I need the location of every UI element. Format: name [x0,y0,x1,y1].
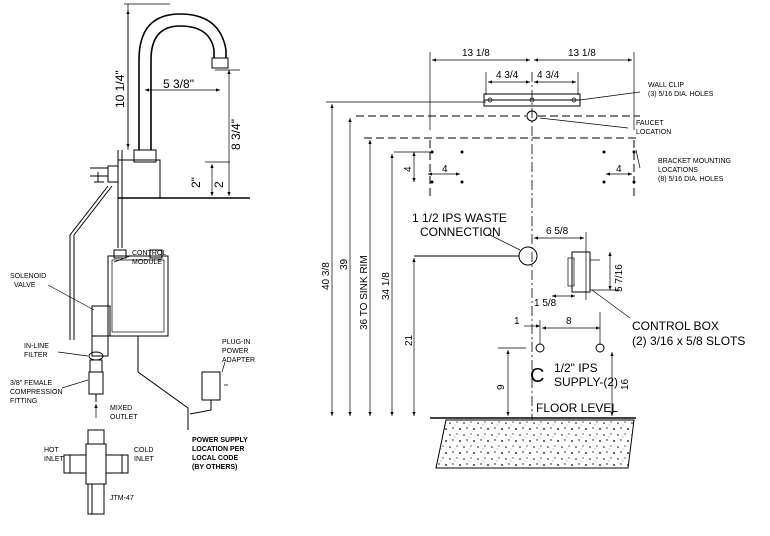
dim-spout-height: 8 3/4" [229,119,243,150]
svg-text:(BY OTHERS): (BY OTHERS) [192,464,237,471]
dim-clip-left: 4 3/4 [496,70,519,81]
svg-text:INLET: INLET [134,456,155,463]
dim-spout-reach: 5 3/8" [163,77,194,91]
left-dimensions [124,3,240,196]
label-hot-inlet: HOT [44,447,60,454]
supply-assembly [69,185,228,430]
svg-text:CONNECTION: CONNECTION [420,225,501,239]
svg-text:FILTER: FILTER [24,352,48,359]
label-filter: IN-LINE [24,343,49,350]
dim-supply-height: 9 [496,384,507,390]
svg-text:LOCAL CODE: LOCAL CODE [192,455,238,462]
waste-connection [518,246,538,266]
dim-supply-spacing: 8 [566,316,572,327]
svg-text:POWER: POWER [222,348,248,355]
label-model: JTM-47 [110,495,134,502]
dim-bracket-width-right: 4 [616,164,622,175]
label-control-box: CONTROL BOX [632,319,719,333]
supply-symbol: C [530,365,544,387]
faucet-base [117,159,161,199]
dim-box-height: 5 7/16 [614,264,625,292]
dim-supply-offset: 1 [514,316,520,327]
dim-left-half: 13 1/8 [462,48,490,59]
svg-text:(3) 5/16 DIA. HOLES: (3) 5/16 DIA. HOLES [648,91,714,98]
bracket-holes-left [430,150,464,184]
right-labels: 13 1/8 13 1/8 4 3/4 4 3/4 WALL CLIP (3) … [321,48,745,415]
dim-base-top: 2" [189,177,203,188]
label-wall-clip: WALL CLIP [648,82,684,89]
label-solenoid: SOLENOID [10,273,46,280]
svg-text:LOCATION: LOCATION [636,129,671,136]
control-box [571,251,591,293]
dim-bracket-width-left: 4 [442,164,448,175]
dim-box-offset: 1 5/8 [534,298,557,309]
svg-text:(8) 5/16 DIA. HOLES: (8) 5/16 DIA. HOLES [658,176,724,183]
svg-text:LOCATION PER: LOCATION PER [192,446,244,453]
svg-text:MODULE: MODULE [132,259,162,266]
solenoid-valve [91,305,111,337]
power-adapter [201,371,221,401]
supply-right [595,343,605,353]
bracket-holes-right [602,150,636,184]
control-module [107,255,169,337]
dim-39: 39 [339,258,350,270]
compression-fitting [88,371,104,395]
mixing-valve [63,429,129,515]
dim-right-half: 13 1/8 [568,48,596,59]
label-cold-inlet: COLD [134,447,153,454]
label-mixed-outlet: MIXED [110,405,132,412]
dim-base-bottom: 2 [212,181,226,188]
dim-36: 36 TO SINK RIM [359,255,370,330]
label-control-module: CONTROL [132,250,166,257]
svg-text:(2) 3/16 x 5/8 SLOTS: (2) 3/16 x 5/8 SLOTS [632,334,745,348]
supply-left [535,343,545,353]
dim-16: 16 [620,378,631,390]
svg-text:OUTLET: OUTLET [110,414,138,421]
rough-in-elevation [326,52,641,469]
svg-text:ADAPTER: ADAPTER [222,357,255,364]
dim-21: 21 [404,334,415,346]
svg-text:COMPRESSION: COMPRESSION [10,389,63,396]
label-adapter: PLUG-IN [222,339,250,346]
floor-slab [435,419,635,469]
aerator [211,57,229,69]
svg-text:INLET: INLET [44,456,65,463]
label-waste: 1 1/2 IPS WASTE [412,211,507,225]
label-bracket: BRACKET MOUNTING [658,158,731,165]
svg-text:FITTING: FITTING [10,398,37,405]
dim-bracket-height: 4 [403,166,414,172]
left-leaders [47,255,131,389]
svg-text:VALVE: VALVE [14,282,36,289]
svg-text:LOCATIONS: LOCATIONS [658,167,698,174]
dim-40: 40 3/8 [321,262,332,290]
label-floor-level: FLOOR LEVEL [536,401,618,415]
dim-faucet-height: 10 1/4" [113,70,127,108]
left-labels: CONTROL MODULE SOLENOID VALVE IN-LINE FI… [10,250,255,502]
power-note: POWER SUPPLY [192,437,248,444]
dim-34: 34 1/8 [381,272,392,300]
dim-waste-offset: 6 5/8 [546,226,569,237]
label-fitting: 3/8" FEMALE [10,380,52,387]
dim-clip-right: 4 3/4 [537,70,560,81]
faucet-location [526,110,538,122]
faucet-side-view [90,13,250,248]
svg-text:SUPPLY-(2): SUPPLY-(2) [554,375,618,389]
label-faucet-location: FAUCET [636,120,664,127]
label-supply: 1/2" IPS [554,361,598,375]
